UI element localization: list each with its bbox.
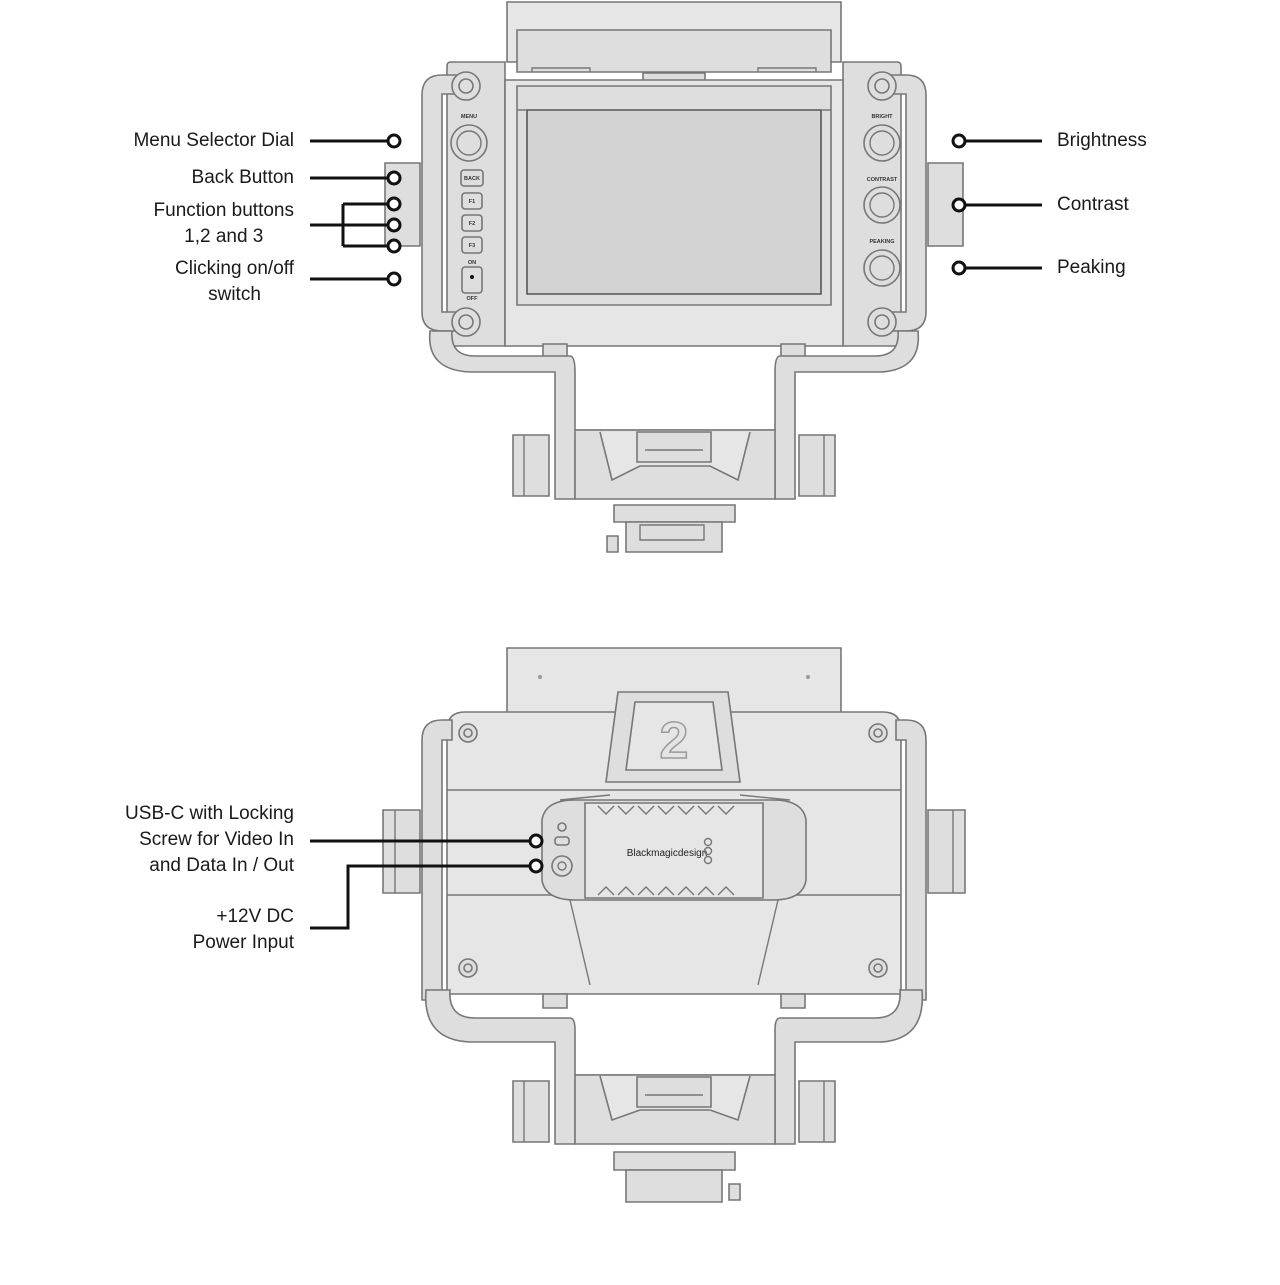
callout-line: Peaking <box>1057 257 1126 278</box>
callout-line: Clicking on/off <box>175 258 294 279</box>
brightness-knob[interactable] <box>863 124 901 162</box>
rear-view-monitor: 2 Blackmagicdesign <box>382 647 966 1203</box>
monitor-screen <box>526 109 822 295</box>
menu-selector-dial-knob[interactable] <box>450 124 488 162</box>
f3-button-shape[interactable] <box>461 236 483 254</box>
brand-logo-text: Blackmagicdesign <box>627 848 708 859</box>
peaking-knob[interactable] <box>863 249 901 287</box>
callout-usb-c: USB-C with Locking Screw for Video In an… <box>125 801 294 879</box>
on-panel-label: ON <box>468 260 476 266</box>
peaking-panel-label: PEAKING <box>869 239 894 245</box>
off-panel-label: OFF <box>467 296 479 302</box>
bright-panel-label: BRIGHT <box>871 114 893 120</box>
callout-line: Contrast <box>1057 194 1129 215</box>
callout-contrast: Contrast <box>1057 192 1129 218</box>
dc-power-port[interactable] <box>551 855 573 877</box>
callout-line: Power Input <box>192 932 294 953</box>
contrast-knob[interactable] <box>863 186 901 224</box>
usb-c-port[interactable] <box>554 836 570 846</box>
callout-dc-power: +12V DC Power Input <box>193 904 294 956</box>
callout-line: Brightness <box>1057 130 1147 151</box>
callout-line: +12V DC <box>216 906 294 927</box>
f3-panel-label: F3 <box>469 243 475 249</box>
leader-dc-power <box>310 864 536 930</box>
contrast-panel-label: CONTRAST <box>867 177 898 183</box>
callout-function-buttons: Function buttons 1,2 and 3 <box>154 198 294 250</box>
callout-line: Back Button <box>191 167 294 188</box>
front-view-monitor: MENU BACK F1 F2 F3 ON OFF BRIGHT CONTRAS… <box>384 1 964 553</box>
back-button-shape[interactable] <box>460 169 484 187</box>
callout-line: Screw for Video In <box>139 829 294 850</box>
on-off-switch-shape[interactable] <box>461 266 483 294</box>
callout-on-off-switch: Clicking on/off switch <box>175 256 294 308</box>
callout-brightness: Brightness <box>1057 128 1147 154</box>
f1-panel-label: F1 <box>469 199 475 205</box>
callout-menu-selector-dial: Menu Selector Dial <box>133 128 294 154</box>
callout-peaking: Peaking <box>1057 255 1126 281</box>
f2-button-shape[interactable] <box>461 214 483 232</box>
callout-leaders <box>310 133 1042 930</box>
callout-line: USB-C with Locking <box>125 803 294 824</box>
back-panel-label: BACK <box>464 176 480 182</box>
callout-line: and Data In / Out <box>149 855 294 876</box>
tally-number: 2 <box>660 712 689 770</box>
leader-function-buttons <box>310 202 394 248</box>
callout-line: Function buttons <box>153 200 294 221</box>
callout-line: switch <box>208 284 261 305</box>
callout-line: 1,2 and 3 <box>184 226 264 247</box>
callout-line: Menu Selector Dial <box>133 130 294 151</box>
callout-back-button: Back Button <box>192 165 294 191</box>
f2-panel-label: F2 <box>469 221 475 227</box>
menu-panel-label: MENU <box>461 114 477 120</box>
f1-button-shape[interactable] <box>461 192 483 210</box>
